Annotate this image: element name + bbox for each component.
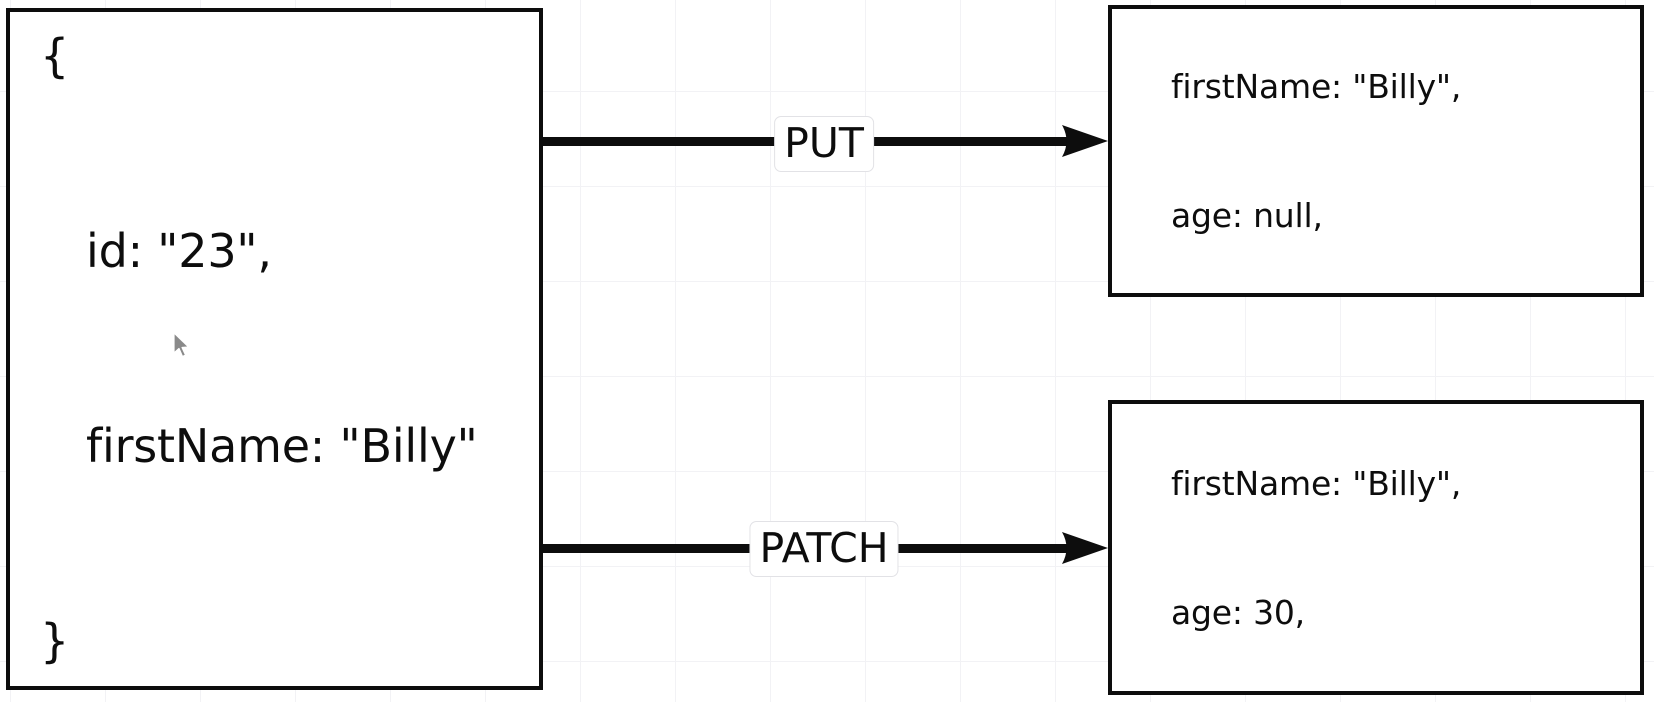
json-line: { xyxy=(40,29,70,83)
json-line: firstName: "Billy", xyxy=(1171,67,1462,106)
edge-patch-label[interactable]: PATCH xyxy=(749,521,899,577)
json-line: age: 30, xyxy=(1171,592,1305,632)
json-line: firstName: "Billy" xyxy=(86,419,478,473)
patch-result-payload-json: { id: "23", firstName: "Billy", age: 30,… xyxy=(1112,404,1640,691)
put-result-payload-json: { id: "23", firstName: "Billy", age: nul… xyxy=(1112,9,1640,293)
put-result-payload-box[interactable]: { id: "23", firstName: "Billy", age: nul… xyxy=(1108,5,1644,297)
edge-put-label[interactable]: PUT xyxy=(774,116,874,172)
json-line: } xyxy=(40,614,70,668)
patch-result-payload-box[interactable]: { id: "23", firstName: "Billy", age: 30,… xyxy=(1108,400,1644,695)
json-line: id: "23", xyxy=(86,224,272,278)
request-payload-box[interactable]: { id: "23", firstName: "Billy" } xyxy=(6,8,543,690)
request-payload-json: { id: "23", firstName: "Billy" } xyxy=(10,12,539,686)
json-line: firstName: "Billy", xyxy=(1171,463,1462,503)
json-line: age: null, xyxy=(1171,196,1323,235)
